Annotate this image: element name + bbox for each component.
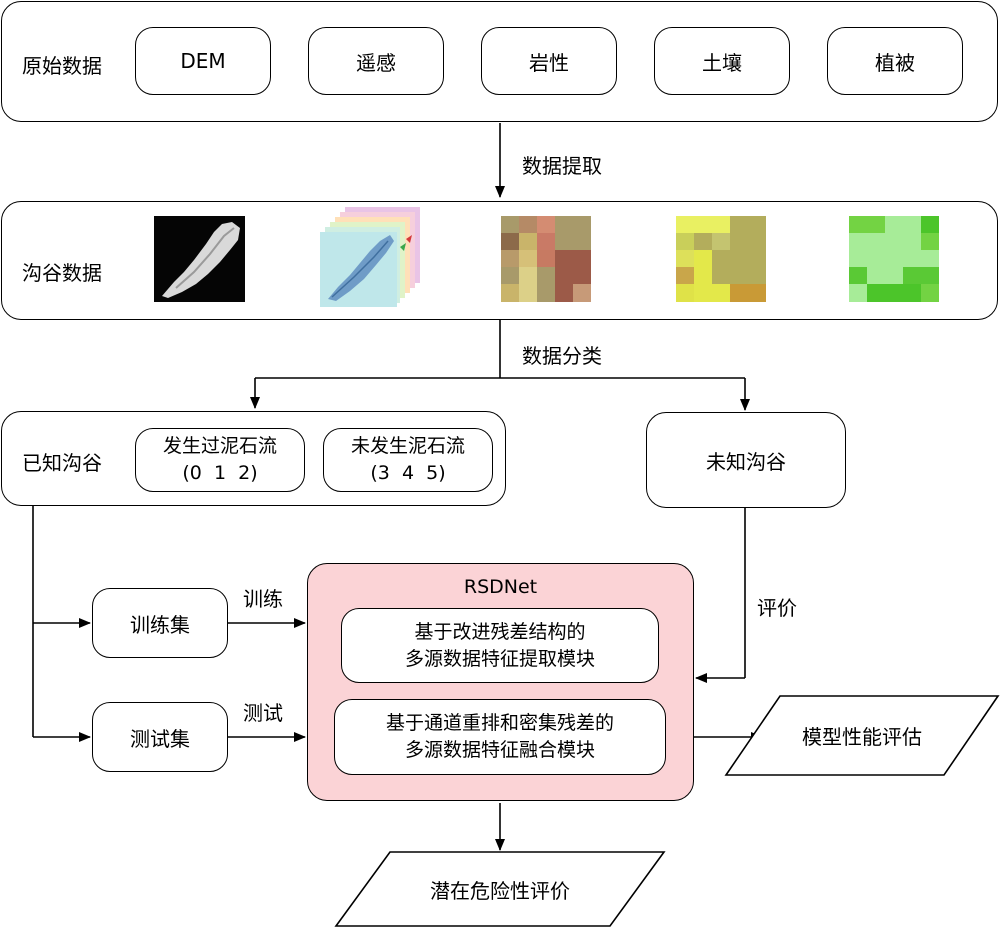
not-occurred-classes: (3 4 5)	[370, 462, 446, 484]
raw-item-lithology: 岩性	[481, 27, 617, 95]
occurred-debris-flow-box: 发生过泥石流 (0 1 2)	[135, 428, 305, 492]
raw-item-dem: DEM	[135, 27, 271, 95]
potential-hazard-evaluation: 潜在危险性评价	[430, 878, 570, 903]
feature-fusion-line1: 基于通道重排和密集残差的	[385, 712, 614, 734]
potential-parallelogram	[334, 851, 666, 927]
edge-label-extract: 数据提取	[522, 154, 602, 178]
known-gully-title: 已知沟谷	[22, 451, 102, 475]
vegetation-grid-image	[849, 216, 939, 302]
lithology-grid-image	[501, 216, 591, 302]
raw-item-vegetation: 植被	[827, 27, 963, 95]
occurred-label: 发生过泥石流	[162, 435, 277, 457]
performance-parallelogram	[724, 695, 1000, 776]
edge-label-classify: 数据分类	[522, 344, 602, 368]
test-set-box: 测试集	[92, 702, 228, 772]
feature-fusion-line2: 多源数据特征融合模块	[404, 739, 595, 761]
raw-item-soil: 土壤	[654, 27, 790, 95]
not-occurred-label: 未发生泥石流	[350, 435, 465, 457]
rsdnet-title: RSDNet	[463, 576, 538, 598]
occurred-classes: (0 1 2)	[182, 462, 258, 484]
feature-extraction-line1: 基于改进残差结构的	[414, 620, 586, 643]
edge-label-eval: 评价	[757, 596, 797, 620]
gully-data-title: 沟谷数据	[22, 261, 102, 285]
not-occurred-debris-flow-box: 未发生泥石流 (3 4 5)	[323, 428, 493, 492]
raw-item-remote-sensing: 遥感	[308, 27, 444, 95]
feature-extraction-module: 基于改进残差结构的 多源数据特征提取模块	[341, 608, 659, 683]
unknown-gully-box: 未知沟谷	[646, 412, 846, 508]
edge-label-test: 测试	[243, 701, 283, 725]
rsdnet-box: RSDNet 基于改进残差结构的 多源数据特征提取模块 基于通道重排和密集残差的…	[307, 563, 694, 801]
gully-data-panel: 沟谷数据	[1, 201, 998, 320]
soil-grid-image	[676, 216, 766, 302]
feature-extraction-line2: 多源数据特征提取模块	[404, 647, 595, 670]
model-performance-evaluation: 模型性能评估	[802, 725, 922, 749]
raw-data-title: 原始数据	[22, 54, 102, 78]
raw-data-panel: 原始数据 DEM 遥感 岩性 土壤 植被	[1, 1, 998, 122]
edge-label-train: 训练	[243, 587, 283, 611]
remote-sensing-stack-image	[320, 207, 420, 307]
known-gully-panel: 已知沟谷 发生过泥石流 (0 1 2) 未发生泥石流 (3 4 5)	[1, 411, 506, 506]
dem-gully-image	[154, 216, 245, 302]
train-set-box: 训练集	[92, 588, 228, 658]
feature-fusion-module: 基于通道重排和密集残差的 多源数据特征融合模块	[334, 699, 666, 775]
